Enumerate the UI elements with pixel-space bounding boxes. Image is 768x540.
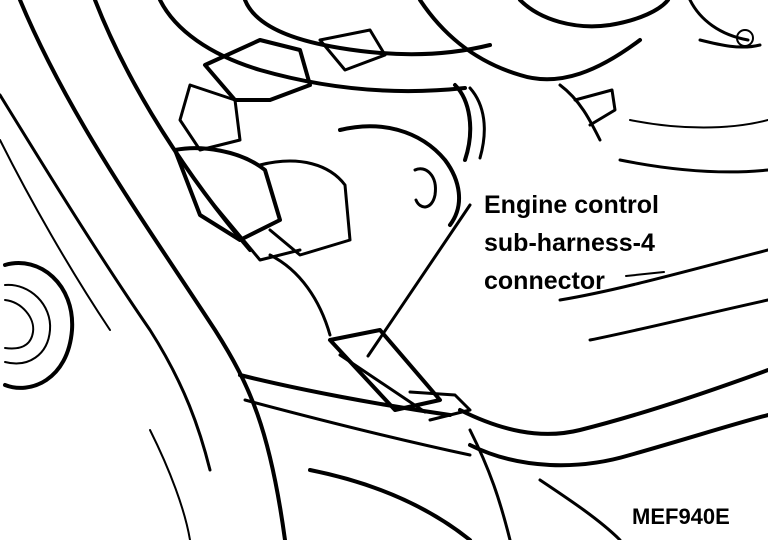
- hose-clamp: [453, 83, 617, 162]
- bottom-structures: [149, 373, 622, 540]
- callout-label-line-2: sub-harness-4: [484, 229, 655, 257]
- lower-right-hose: [458, 119, 768, 468]
- callout-leader: [366, 203, 472, 358]
- connector-cluster: [173, 28, 472, 422]
- callout-label-line-1: Engine control: [484, 191, 659, 219]
- callout-tail: [625, 271, 665, 277]
- top-hoses: [158, 0, 762, 93]
- figure-id: MEF940E: [632, 504, 730, 529]
- callout-label-line-3: connector: [484, 267, 605, 295]
- left-round-component: [3, 261, 75, 390]
